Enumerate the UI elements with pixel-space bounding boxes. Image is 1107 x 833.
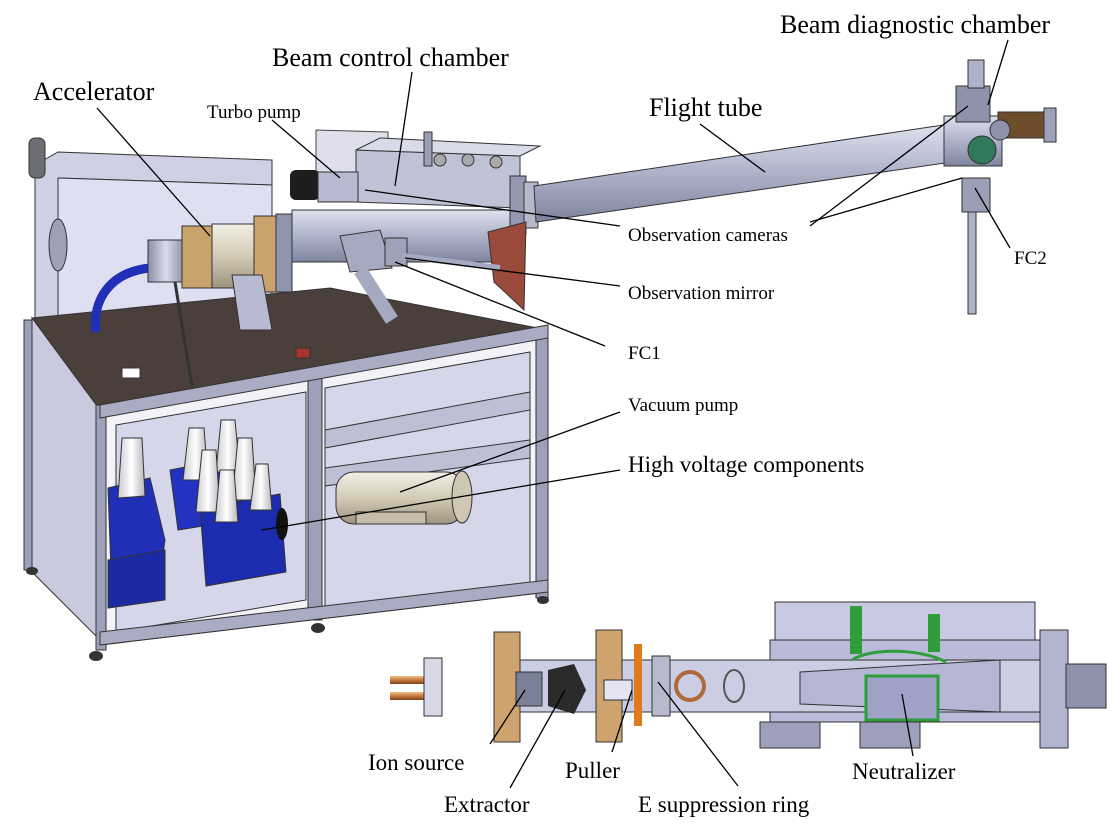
apparatus-drawing bbox=[23, 59, 1057, 661]
label-e-suppression-ring: E suppression ring bbox=[638, 792, 810, 817]
label-observation-cameras: Observation cameras bbox=[628, 225, 788, 246]
labels: Beam control chamber Beam diagnostic cha… bbox=[33, 10, 1050, 817]
support-rod bbox=[172, 275, 194, 387]
leader-e-suppression bbox=[657, 681, 739, 787]
vacuum-pump-body bbox=[335, 470, 473, 525]
leader-flight-tube bbox=[699, 123, 766, 173]
leader-puller bbox=[611, 689, 633, 753]
leader-neutralizer bbox=[901, 693, 914, 757]
beam-control-chamber-body bbox=[290, 129, 542, 324]
leader-fc2 bbox=[974, 187, 1011, 249]
leader-beam-diagnostic bbox=[987, 39, 1009, 106]
flight-tube-body bbox=[533, 123, 953, 223]
leader-camera-c bbox=[809, 177, 963, 223]
leader-extractor bbox=[509, 689, 566, 789]
leader-beam-control bbox=[394, 71, 413, 187]
leader-ion-source bbox=[489, 689, 526, 745]
label-vacuum-pump: Vacuum pump bbox=[628, 395, 738, 416]
label-puller: Puller bbox=[565, 758, 620, 783]
label-extractor: Extractor bbox=[444, 792, 530, 817]
label-observation-mirror: Observation mirror bbox=[628, 283, 775, 304]
cross-section-drawing bbox=[390, 601, 1107, 749]
blue-cable bbox=[90, 263, 151, 333]
label-fc2: FC2 bbox=[1014, 248, 1047, 269]
label-beam-diagnostic-chamber: Beam diagnostic chamber bbox=[780, 10, 1050, 39]
beam-diagnostic-chamber-body bbox=[943, 59, 1057, 315]
leader-lines bbox=[96, 39, 1011, 789]
label-turbo-pump: Turbo pump bbox=[207, 102, 301, 123]
leader-fc1 bbox=[394, 261, 606, 347]
label-neutralizer: Neutralizer bbox=[852, 759, 956, 784]
leader-turbo-pump bbox=[271, 119, 341, 179]
leader-camera-a bbox=[364, 189, 621, 227]
support-cabinet bbox=[23, 287, 549, 661]
label-flight-tube: Flight tube bbox=[649, 93, 762, 122]
accelerator-body bbox=[147, 213, 293, 331]
high-voltage-components-body bbox=[107, 419, 288, 609]
label-beam-control-chamber: Beam control chamber bbox=[272, 43, 509, 72]
label-ion-source: Ion source bbox=[368, 750, 464, 775]
leader-accelerator bbox=[96, 107, 211, 237]
leader-observation-mirror bbox=[404, 257, 621, 287]
leader-camera-b bbox=[809, 105, 969, 227]
leader-vacuum-pump bbox=[399, 411, 621, 493]
label-fc1: FC1 bbox=[628, 343, 661, 364]
label-accelerator: Accelerator bbox=[33, 77, 155, 106]
leader-high-voltage bbox=[261, 469, 621, 531]
label-high-voltage-components: High voltage components bbox=[628, 452, 864, 477]
